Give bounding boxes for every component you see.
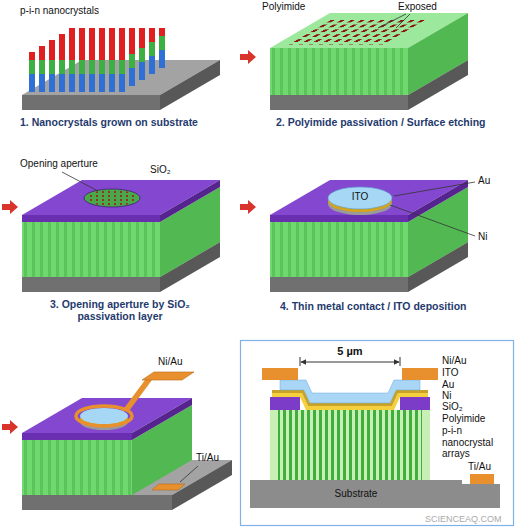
nanocrystal-stripes <box>22 222 160 277</box>
step-caption: 3. Opening aperture by SiO₂ passivation … <box>30 298 210 322</box>
substrate-front <box>22 95 160 110</box>
nanocrystal-arrays <box>278 410 422 480</box>
leader-line <box>180 466 198 482</box>
leader-line <box>378 14 406 28</box>
part-label: ITO <box>352 191 368 203</box>
polyimide-front <box>270 222 408 277</box>
step-arrow <box>2 420 18 434</box>
polyimide-front <box>270 48 408 95</box>
layer-label: p-i-n nanocrystal arrays <box>442 425 512 460</box>
ito-disk <box>80 408 128 424</box>
part-label: Ni <box>478 231 487 243</box>
niau-pad <box>402 368 438 380</box>
cross-section <box>241 341 514 526</box>
panel-pads <box>22 372 232 510</box>
tiau-pad <box>152 484 185 490</box>
panel-nanocrystals <box>22 28 220 110</box>
aperture-tips <box>86 190 138 206</box>
layer-label: ITO <box>442 367 458 379</box>
nanocrystal-stripes <box>270 222 408 277</box>
part-label: p-i-n nanocrystals <box>20 5 99 17</box>
step-caption: 2. Polyimide passivation / Surface etchi… <box>276 116 485 128</box>
dimension-tick <box>400 357 401 366</box>
leader-line <box>390 205 475 236</box>
dimension-tick <box>300 357 301 366</box>
leader-line <box>62 172 98 191</box>
dimension-label: 5 µm <box>337 345 362 358</box>
sio2-side <box>160 180 220 222</box>
polyimide-front <box>22 222 160 277</box>
niau-strip <box>122 380 152 411</box>
watermark: SCIENCEAQ.COM <box>425 514 502 524</box>
sio2-front <box>22 215 160 222</box>
sio2-side <box>408 180 468 222</box>
substrate-front <box>22 495 172 510</box>
step-arrow <box>240 50 256 64</box>
part-label: Ti/Au <box>196 452 219 464</box>
aperture <box>84 189 140 207</box>
panel-polyimide <box>270 13 468 110</box>
step-arrow <box>2 200 18 214</box>
part-label: Au <box>478 175 490 187</box>
ito-disk <box>328 187 392 209</box>
sio2-layer <box>400 397 430 410</box>
part-label: SiO₂ <box>150 164 171 176</box>
part-label: Polyimide <box>262 1 305 13</box>
leader-line <box>396 14 410 28</box>
substrate <box>250 480 462 508</box>
step-caption: 1. Nanocrystals grown on substrate <box>20 116 198 128</box>
nanocrystal-row <box>28 52 128 92</box>
niau-pad <box>262 368 298 380</box>
exposed-tips <box>286 20 428 45</box>
layer-label: Substrate <box>335 488 378 500</box>
section-frame <box>241 341 514 526</box>
nanocrystal-stripes <box>22 440 132 495</box>
layer-label: SiO₂ <box>442 401 463 413</box>
layer-label: Ni/Au <box>442 355 466 367</box>
nanocrystal-stripes <box>270 48 408 95</box>
sio2-side <box>132 398 192 440</box>
substrate-front <box>270 277 408 292</box>
substrate-front <box>270 95 408 110</box>
leader-line <box>394 182 475 196</box>
layer-label: Ni <box>442 390 451 402</box>
ito-layer <box>280 380 420 403</box>
part-label: Ni/Au <box>158 356 182 368</box>
sio2-layer <box>270 397 300 410</box>
polyimide <box>270 410 430 480</box>
sio2-front <box>22 433 132 440</box>
substrate-side <box>160 60 220 110</box>
step-caption: 4. Thin metal contact / ITO deposition <box>280 300 467 312</box>
part-label: Opening aperture <box>20 158 98 170</box>
panel-aperture <box>22 180 220 292</box>
dimension-line <box>301 362 399 363</box>
polyimide-front <box>22 440 132 495</box>
substrate-front <box>22 277 160 292</box>
layer-label: Polyimide <box>442 413 485 425</box>
part-label: Exposed <box>398 1 437 13</box>
tiau-pad <box>470 474 494 484</box>
layer-label: Au <box>442 379 454 391</box>
substrate-step <box>462 484 500 508</box>
niau-pad <box>142 372 194 380</box>
step-arrow <box>240 200 256 214</box>
panel-contact <box>270 180 468 292</box>
sio2-front <box>270 215 408 222</box>
layer-label: Ti/Au <box>468 461 491 473</box>
